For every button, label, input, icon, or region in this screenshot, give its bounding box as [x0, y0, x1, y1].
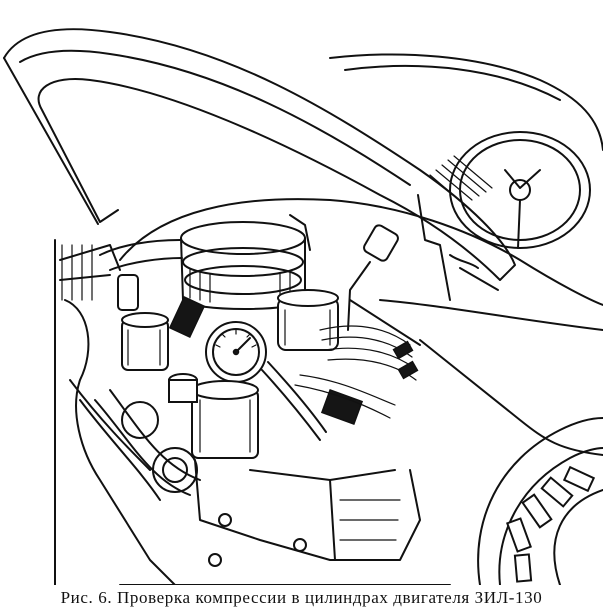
oil-filter: [168, 373, 259, 459]
cab-body: [119, 53, 603, 456]
oil-canister-left: [121, 312, 169, 371]
engine-block: [119, 459, 451, 585]
right-cylinder-component: [277, 289, 339, 351]
oil-filler-tube: [347, 224, 399, 331]
ignition-wires: [294, 325, 419, 419]
steering-wheel: [449, 131, 591, 249]
tire-tread: [506, 465, 596, 583]
left-fender-and-fan: [54, 239, 176, 585]
pulleys: [94, 389, 201, 496]
raised-hood: [3, 28, 516, 301]
gauge-grip-right: [320, 388, 364, 426]
front-wheel: [477, 417, 603, 585]
upper-left-piping: [99, 214, 311, 311]
figure-caption: Рис. 6. Проверка компрессии в цилиндрах …: [60, 588, 543, 607]
engine-illustration: [3, 28, 603, 585]
gauge-grip-left: [168, 295, 206, 339]
